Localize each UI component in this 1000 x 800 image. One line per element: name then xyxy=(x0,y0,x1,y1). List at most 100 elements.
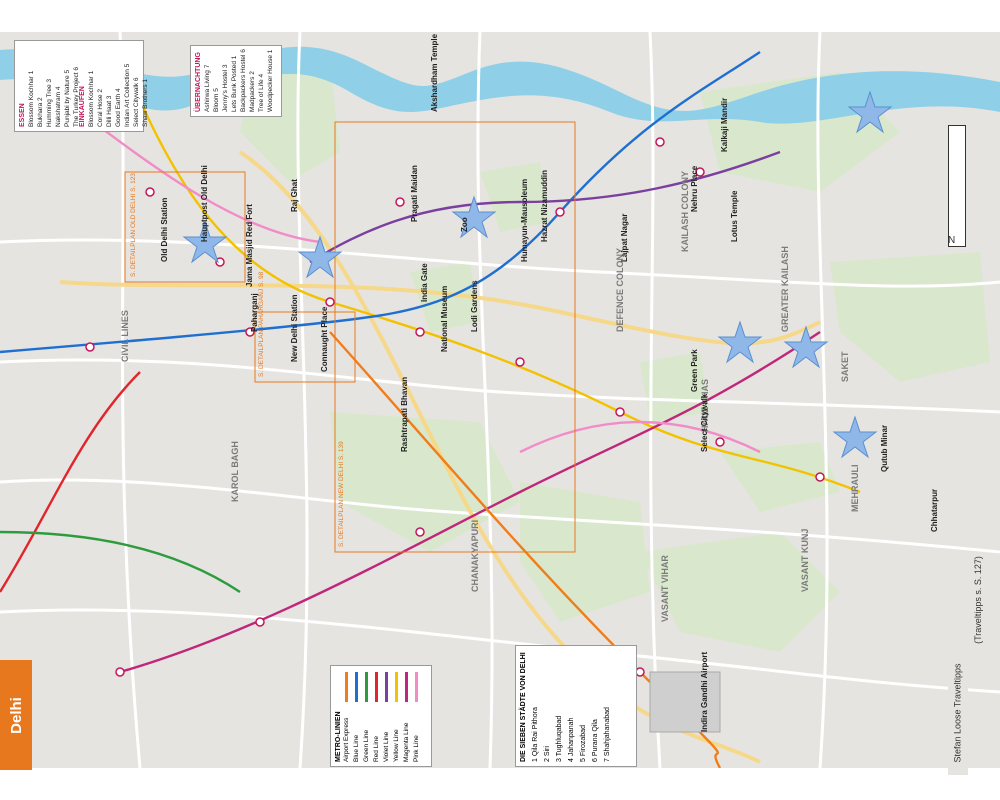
metro-line-swatch xyxy=(395,672,398,702)
legend-item: Blossom Kochhar 1 xyxy=(88,70,95,127)
detail-insets xyxy=(124,121,576,553)
metro-line-swatch xyxy=(345,672,348,702)
area-label: VASANT KUNJ xyxy=(800,528,810,592)
area-label: KAROL BAGH xyxy=(230,441,240,502)
metro-line-label: Green Line xyxy=(363,729,370,762)
metro-line-label: Yellow Line xyxy=(393,729,400,762)
place-label: Lotus Temple xyxy=(730,190,739,242)
legend-heading: ÜBERNACHTUNG xyxy=(195,52,202,112)
park-lodi xyxy=(410,262,480,332)
place-label: Zoo xyxy=(460,217,469,232)
seven-cities-item: 4 Jahanpanah xyxy=(568,717,575,762)
metro-line-label: Pink Line xyxy=(413,735,420,762)
legend-heading: EINKAUFEN xyxy=(79,86,86,127)
metro-line-label: Airport Express xyxy=(343,717,350,762)
area-label: GREATER KAILASH xyxy=(780,246,790,332)
footer-ref-text: (Traveltipps s. S. 127) xyxy=(973,556,984,644)
place-label: Hauptpost Old Delhi xyxy=(200,165,209,242)
place-label: Chhatarpur xyxy=(930,488,939,532)
place-label: Red Fort xyxy=(245,204,254,237)
credit-text: Stefan Loose Traveltipps xyxy=(953,662,963,763)
place-label: Qutub Minar xyxy=(880,424,889,472)
legend-item: Woodpecker House 1 xyxy=(267,49,274,112)
footer-credit: Stefan Loose Traveltipps xyxy=(948,650,968,775)
legend-item: Nakshatram 4 xyxy=(55,86,62,127)
legend-item: Backpackers Hostel 6 xyxy=(240,49,247,112)
metro-line-swatch xyxy=(385,672,388,702)
north-label: N xyxy=(948,235,956,246)
area-label: SAKET xyxy=(840,351,850,382)
area-label: VASANT VIHAR xyxy=(660,555,670,622)
north-arrow: N xyxy=(948,235,955,246)
delhi-map[interactable] xyxy=(0,31,1000,769)
place-label: Select Citywalk xyxy=(700,393,709,452)
metro-line-label: Blue Line xyxy=(353,734,360,762)
metro-legend-heading: METRO-LINIEN xyxy=(335,711,342,762)
legend-item: Select Citywalk 6 xyxy=(133,77,140,128)
legend-item: Shaw Brothers 1 xyxy=(142,78,149,127)
metro-line-label: Red Line xyxy=(373,735,380,762)
metro-line-label: Magenta Line xyxy=(403,722,410,762)
place-label: Green Park xyxy=(690,349,699,392)
area-label: KAILASH COLONY xyxy=(680,171,690,252)
park-deer xyxy=(640,352,710,422)
airport xyxy=(649,671,721,733)
place-label: Akshardham Temple xyxy=(430,33,439,112)
metro-stations xyxy=(85,137,825,677)
seven-cities-item: 2 Siri xyxy=(544,746,551,762)
seven-cities-heading: DIE SIEBEN STÄDTE VON DELHI xyxy=(520,652,527,762)
seven-cities-item: 6 Purana Qila xyxy=(592,719,599,762)
seven-cities-item: 1 Qila Rai Pithora xyxy=(532,707,539,762)
legend-heading: ESSEN xyxy=(19,103,26,127)
legend-item: Indian Art Collection 5 xyxy=(124,63,131,127)
seven-cities-item: 7 Shahjahanabad xyxy=(604,707,611,762)
place-label: Connaught Place xyxy=(320,306,329,372)
seven-cities-legend: DIE SIEBEN STÄDTE VON DELHI 1 Qila Rai Pi… xyxy=(515,645,637,767)
park-chanakyapuri xyxy=(520,482,650,622)
place-label: Pragati Maidan xyxy=(410,165,419,222)
place-label: Indira Gandhi Airport xyxy=(700,651,709,732)
page-title: Delhi xyxy=(7,696,25,734)
legend-item: Lets Bunk Posted 1 xyxy=(231,55,238,112)
legend-item: Tree of Life 4 xyxy=(258,73,265,112)
inset-label: S. DETAILPLAN PAHARGANJ S. 98 xyxy=(258,271,265,377)
place-label: Humayun-Mausoleum xyxy=(520,178,529,262)
inset-label: S. DETAILPLAN OLD DELHI S. 123 xyxy=(130,173,137,277)
seven-cities-item: 5 Firozabad xyxy=(580,725,587,762)
legend-item: Coral Hose 2 xyxy=(97,89,104,127)
scale-bar xyxy=(948,125,966,247)
area-label: CHANAKYAPURI xyxy=(470,519,480,592)
area-label: CIVIL LINES xyxy=(120,310,130,362)
metro-line-swatch xyxy=(355,672,358,702)
place-label: Kalkaji Mandir xyxy=(720,97,729,152)
legend-item: Good Earth 4 xyxy=(115,88,122,127)
seven-cities-item: 3 Tughluqabad xyxy=(556,715,563,762)
place-label: Old Delhi Station xyxy=(160,197,169,262)
legend-item: Bukhara 2 xyxy=(37,97,44,127)
place-label: National Museum xyxy=(440,285,449,352)
place-label: Nehru Place xyxy=(690,165,699,212)
legend-item: Bloom 5 xyxy=(213,88,220,112)
place-label: New Delhi Station xyxy=(290,294,299,362)
legend-item: Dilli Haat 3 xyxy=(106,95,113,127)
place-label: Lajpat Nagar xyxy=(620,213,629,262)
metro-line-swatch xyxy=(415,672,418,702)
park-mehrauli xyxy=(720,442,840,512)
legend-item: Blossom Kochhar 1 xyxy=(28,70,35,127)
inset-label: S. DETAILPLAN NEW DELHI S. 139 xyxy=(338,441,345,547)
park-vasant-vihar xyxy=(640,532,840,652)
place-label: Rashtrapati Bhavan xyxy=(400,376,409,452)
legend-item: Madpackers 2 xyxy=(249,71,256,112)
place-label: Raj Ghat xyxy=(290,179,299,212)
place-label: Jama Masjid xyxy=(245,239,254,287)
footer-ref: (Traveltipps s. S. 127) xyxy=(968,556,988,644)
title-tab: Delhi xyxy=(0,660,32,770)
place-label: India Gate xyxy=(420,263,429,302)
metro-line-swatch xyxy=(375,672,378,702)
area-label: MEHRAULI xyxy=(850,464,860,513)
